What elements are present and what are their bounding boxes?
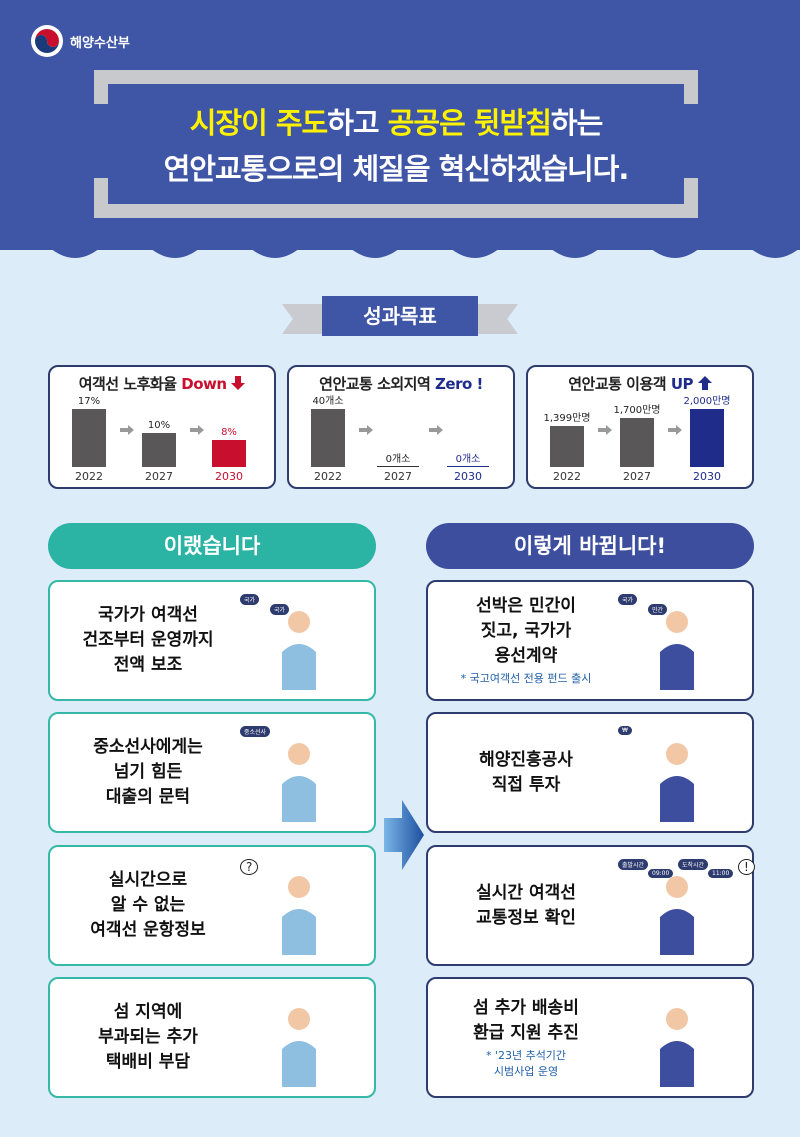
goal-bar — [72, 409, 106, 467]
goal-bar-label: 0개소 — [385, 454, 411, 465]
goal-bar-label: 0개소 — [455, 454, 481, 465]
illustration-label: ₩ — [618, 726, 632, 735]
goal-year: 2030 — [693, 470, 721, 483]
before-card: 섬 지역에 부과되는 추가 택배비 부담 — [48, 977, 376, 1098]
illustration — [234, 987, 364, 1089]
goal-year: 2022 — [553, 470, 581, 483]
goal-title: 여객선 노후화율 Down — [50, 373, 274, 394]
arrow-right-icon — [190, 425, 204, 435]
illustration: ₩ — [612, 722, 742, 824]
ministry-logo: 해양수산부 — [30, 24, 130, 58]
goal-accent: UP — [670, 375, 694, 393]
illustration-label: 11:00 — [708, 869, 734, 878]
card-text: 선박은 민간이 짓고, 국가가 용선계약 — [476, 596, 576, 666]
card-text: 실시간 여객선 교통정보 확인 — [476, 882, 576, 928]
arrow-up-icon — [697, 376, 712, 390]
goal-bar-label: 2,000만명 — [683, 396, 731, 407]
goal-card: 여객선 노후화율 Down 17% 2022 10% 2027 8% 2030 — [48, 365, 276, 489]
goal-bar-baseline — [447, 466, 489, 467]
goals-title: 성과목표 — [322, 296, 478, 336]
before-card: 실시간으로 알 수 없는 여객선 운항정보? — [48, 845, 376, 966]
arrow-down-icon — [231, 376, 246, 390]
goal-bar-label: 40개소 — [312, 396, 344, 407]
illustration-label: 중소선사 — [240, 726, 271, 737]
goal-card: 연안교통 이용객 UP 1,399만명 2022 1,700만명 2027 2,000만… — [526, 365, 754, 489]
goals-banner: 성과목표 — [282, 296, 518, 342]
illustration-label: 국가 — [270, 604, 290, 615]
illustration — [612, 987, 742, 1089]
goal-accent: Down — [181, 375, 227, 393]
card-note: * '23년 추석기간 시범사업 운영 — [485, 1048, 567, 1078]
goal-year: 2030 — [215, 470, 243, 483]
before-card: 중소선사에게는 넘기 힘든 대출의 문턱 중소선사 — [48, 712, 376, 833]
goal-bar — [212, 440, 246, 467]
goal-bar-label: 1,700만명 — [613, 405, 661, 416]
goal-bar — [620, 418, 654, 467]
goal-year: 2022 — [314, 470, 342, 483]
goal-bar — [690, 409, 724, 467]
card-note: * 국고여객선 전용 펀드 출시 — [460, 672, 592, 685]
goal-bar-label: 1,399만명 — [543, 413, 591, 424]
goal-bar-baseline — [377, 466, 419, 467]
ministry-name: 해양수산부 — [70, 35, 130, 51]
goal-title: 연안교통 소외지역 Zero ! — [319, 375, 483, 393]
after-header: 이렇게 바뀝니다! — [426, 523, 754, 569]
goal-year: 2027 — [623, 470, 651, 483]
headline-highlight: 시장이 주도 — [189, 106, 328, 140]
illustration-label: 도착시간 — [678, 859, 709, 870]
headline: 시장이 주도하고 공공은 뒷받침하는 연안교통으로의 체질을 혁신하겠습니다. — [94, 100, 698, 192]
arrow-right-icon — [668, 425, 682, 435]
goal-bar — [311, 409, 345, 467]
card-text: 섬 지역에 부과되는 추가 택배비 부담 — [98, 1002, 198, 1072]
goal-bar — [142, 433, 176, 467]
goal-year: 2030 — [454, 470, 482, 483]
card-text: 실시간으로 알 수 없는 여객선 운항정보 — [90, 870, 206, 940]
card-text: 국가가 여객선 건조부터 운영까지 전액 보조 — [82, 605, 214, 675]
arrow-right-icon — [120, 425, 134, 435]
after-card: 섬 추가 배송비 환급 지원 추진 * '23년 추석기간 시범사업 운영 — [426, 977, 754, 1098]
card-text: 해양진흥공사 직접 투자 — [479, 749, 573, 795]
wave-divider — [0, 238, 800, 258]
headline-line2: 연안교통으로의 체질을 혁신하겠습니다. — [163, 152, 630, 186]
headline-text: 하고 — [327, 106, 388, 140]
after-card: 해양진흥공사 직접 투자 ₩ — [426, 712, 754, 833]
headline-frame — [94, 70, 698, 218]
before-header: 이랬습니다 — [48, 523, 376, 569]
illustration-label: ? — [240, 859, 259, 875]
headline-highlight: 공공은 뒷받침 — [387, 106, 552, 140]
illustration-label: 국가 — [618, 594, 638, 605]
goal-bar-label: 17% — [77, 396, 101, 407]
arrow-right-icon — [429, 425, 443, 435]
goal-bar-label: 10% — [147, 420, 171, 431]
taegeuk-emblem-icon — [31, 25, 63, 57]
goal-title: 연안교통 이용객 UP — [528, 373, 752, 394]
illustration: ? — [234, 855, 364, 957]
arrow-right-icon — [359, 425, 373, 435]
transition-arrow-icon — [384, 800, 424, 870]
goal-year: 2027 — [145, 470, 173, 483]
illustration-label: 국가 — [240, 594, 260, 605]
goal-card: 연안교통 소외지역 Zero ! 40개소 2022 0개소 2027 0개소 2030 — [287, 365, 515, 489]
card-text: 섬 추가 배송비 환급 지원 추진 — [473, 997, 579, 1043]
card-text: 중소선사에게는 넘기 힘든 대출의 문턱 — [93, 737, 203, 807]
illustration-label: 09:00 — [648, 869, 674, 878]
goal-year: 2022 — [75, 470, 103, 483]
illustration: 중소선사 — [234, 722, 364, 824]
illustration-label: ! — [738, 859, 755, 875]
illustration-label: 민간 — [648, 604, 668, 615]
goal-accent: Zero ! — [435, 375, 483, 393]
arrow-right-icon — [598, 425, 612, 435]
headline-text: 하는 — [550, 106, 603, 140]
goal-bar-label: 8% — [221, 427, 237, 438]
goal-year: 2027 — [384, 470, 412, 483]
illustration-label: 출발시간 — [618, 859, 649, 870]
goal-bar — [550, 426, 584, 467]
